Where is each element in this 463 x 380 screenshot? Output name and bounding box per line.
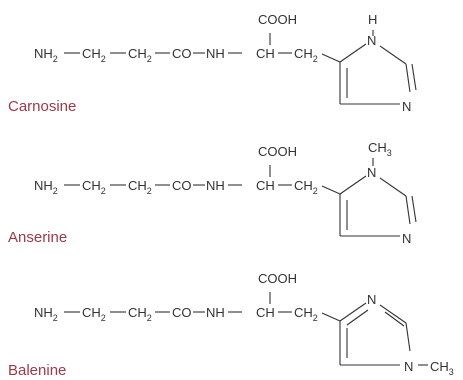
- anserine-structure: COOH NH2 CH2 CH2 CO NH CH CH2: [8, 140, 417, 246]
- ring-n-top: N: [367, 33, 376, 48]
- balenine-label: Balenine: [8, 362, 66, 379]
- chain-ch2-2: CH2: [128, 46, 152, 64]
- chain-nh2: NH2: [34, 305, 58, 323]
- balenine-structure: COOH NH2 CH2 CH2 CO NH CH CH2: [8, 271, 454, 379]
- chain-co: CO: [172, 46, 192, 61]
- ring-n-bottom: N: [404, 359, 413, 374]
- cooh-label: COOH: [258, 144, 297, 159]
- chain-nh: NH: [206, 178, 225, 193]
- chain-nh: NH: [206, 46, 225, 61]
- ring-methyl: CH3: [430, 359, 454, 377]
- ring-n-bottom: N: [402, 99, 411, 114]
- chain-ch: CH: [256, 46, 275, 61]
- chain-ch2-2: CH2: [128, 178, 152, 196]
- chain-ch2-1: CH2: [82, 46, 106, 64]
- chain-ch: CH: [256, 178, 275, 193]
- carnosine-label: Carnosine: [8, 98, 76, 115]
- chain-co: CO: [172, 305, 192, 320]
- ring-h: H: [368, 12, 377, 27]
- anserine-label: Anserine: [8, 229, 67, 246]
- cooh-label: COOH: [258, 271, 297, 286]
- ring-n-top: N: [367, 292, 376, 307]
- chain-ch2-2: CH2: [128, 305, 152, 323]
- imidazole-ring: [321, 30, 417, 105]
- chain-ch: CH: [256, 305, 275, 320]
- chain-nh2: NH2: [34, 178, 58, 196]
- imidazole-ring: [321, 158, 417, 237]
- chain-ch2-3: CH2: [294, 305, 318, 323]
- chain-ch2-1: CH2: [82, 305, 106, 323]
- chain-ch2-3: CH2: [294, 178, 318, 196]
- chain-nh: NH: [206, 305, 225, 320]
- ring-n-bottom: N: [402, 231, 411, 246]
- ring-methyl: CH3: [368, 140, 392, 158]
- chain-nh2: NH2: [34, 46, 58, 64]
- chain-ch2-3: CH2: [294, 46, 318, 64]
- chain-co: CO: [172, 178, 192, 193]
- cooh-label: COOH: [258, 12, 297, 27]
- imidazole-ring: [321, 302, 428, 366]
- chain-ch2-1: CH2: [82, 178, 106, 196]
- ring-n-top: N: [367, 165, 376, 180]
- carnosine-structure: COOH NH2 CH2 CH2 CO NH CH CH2: [8, 12, 417, 115]
